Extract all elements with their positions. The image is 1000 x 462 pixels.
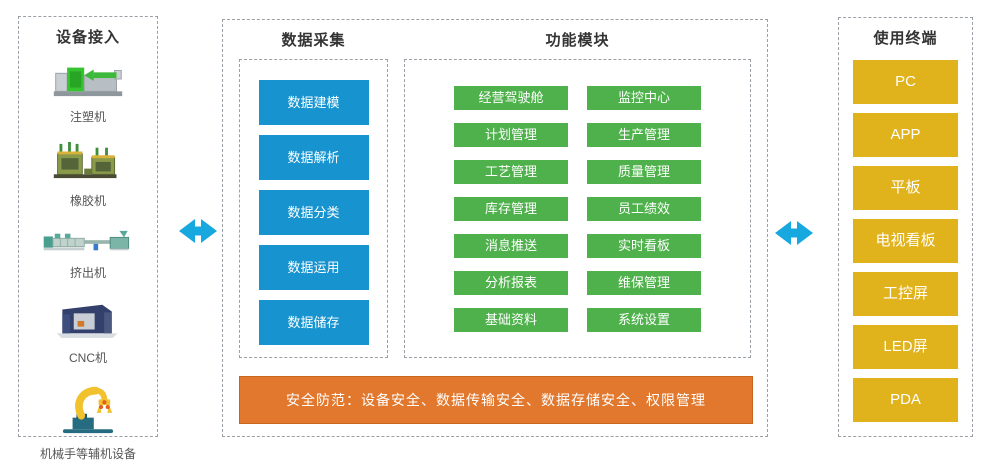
function-module-item: 工艺管理 bbox=[454, 160, 568, 184]
data-collection-item: 数据解析 bbox=[258, 135, 369, 180]
function-module-item: 生产管理 bbox=[587, 123, 701, 147]
function-module-item: 基础资料 bbox=[454, 308, 568, 332]
function-module-item: 员工绩效 bbox=[587, 197, 701, 221]
function-module-item: 消息推送 bbox=[454, 234, 568, 258]
function-module-item: 系统设置 bbox=[587, 308, 701, 332]
device-label: 挤出机 bbox=[69, 266, 106, 280]
device-list: 注塑机 橡胶机 bbox=[19, 60, 157, 462]
left-right-arrow-icon bbox=[775, 221, 813, 245]
device-label: 橡胶机 bbox=[69, 194, 106, 208]
device-item: 挤出机 bbox=[19, 230, 157, 281]
device-label: 机械手等辅机设备 bbox=[39, 447, 136, 461]
rubber-machine-icon bbox=[50, 140, 126, 187]
extruder-machine-icon bbox=[39, 230, 137, 259]
device-item: CNC机 bbox=[19, 301, 157, 366]
device-label: CNC机 bbox=[69, 351, 107, 365]
panel-title: 使用终端 bbox=[873, 30, 938, 47]
function-modules-box: 经营驾驶舱监控中心计划管理生产管理工艺管理质量管理库存管理员工绩效消息推送实时看… bbox=[404, 59, 751, 358]
function-module-item: 质量管理 bbox=[587, 160, 701, 184]
terminal-item: PDA bbox=[853, 378, 958, 422]
function-module-item: 维保管理 bbox=[587, 271, 701, 295]
terminals-panel: 使用终端 PC APP 平板电视看板工控屏 LED屏 PDA bbox=[838, 17, 973, 437]
data-collection-box: 数据建模数据解析数据分类数据运用数据储存 bbox=[239, 59, 388, 358]
device-item: 橡胶机 bbox=[19, 140, 157, 209]
cnc-machine-icon bbox=[54, 301, 122, 344]
panel-title: 设备接入 bbox=[55, 29, 120, 46]
function-module-item: 实时看板 bbox=[587, 234, 701, 258]
device-item: 注塑机 bbox=[19, 60, 157, 125]
function-module-item: 监控中心 bbox=[587, 86, 701, 110]
terminal-item: APP bbox=[853, 113, 958, 157]
security-bar: 安全防范：设备安全、数据传输安全、数据存储安全、权限管理 bbox=[239, 376, 753, 424]
device-access-panel: 设备接入 注塑机 橡胶机 bbox=[18, 16, 158, 461]
injection-molding-machine-icon bbox=[51, 60, 125, 103]
panel-title: 功能模块 bbox=[545, 32, 610, 49]
left-right-arrow-icon bbox=[179, 219, 217, 243]
function-module-item: 计划管理 bbox=[454, 123, 568, 147]
terminal-item: 电视看板 bbox=[853, 219, 958, 263]
terminal-list: PC APP 平板电视看板工控屏 LED屏 PDA bbox=[853, 60, 958, 422]
data-collection-item: 数据储存 bbox=[258, 300, 369, 345]
robot-arm-icon bbox=[59, 381, 117, 440]
platform-panel: 数据采集 功能模块 数据建模数据解析数据分类数据运用数据储存 经营驾驶舱监控中心… bbox=[222, 19, 768, 437]
terminal-item: 平板 bbox=[853, 166, 958, 210]
panel-title: 数据采集 bbox=[281, 32, 346, 49]
data-collection-item: 数据运用 bbox=[258, 245, 369, 290]
terminal-item: 工控屏 bbox=[853, 272, 958, 316]
device-label: 注塑机 bbox=[69, 110, 106, 124]
terminal-item: LED屏 bbox=[853, 325, 958, 369]
data-collection-item: 数据建模 bbox=[258, 80, 369, 125]
function-module-item: 分析报表 bbox=[454, 271, 568, 295]
data-collection-item: 数据分类 bbox=[258, 190, 369, 235]
terminal-item: PC bbox=[853, 60, 958, 104]
function-module-item: 经营驾驶舱 bbox=[454, 86, 568, 110]
function-module-item: 库存管理 bbox=[454, 197, 568, 221]
